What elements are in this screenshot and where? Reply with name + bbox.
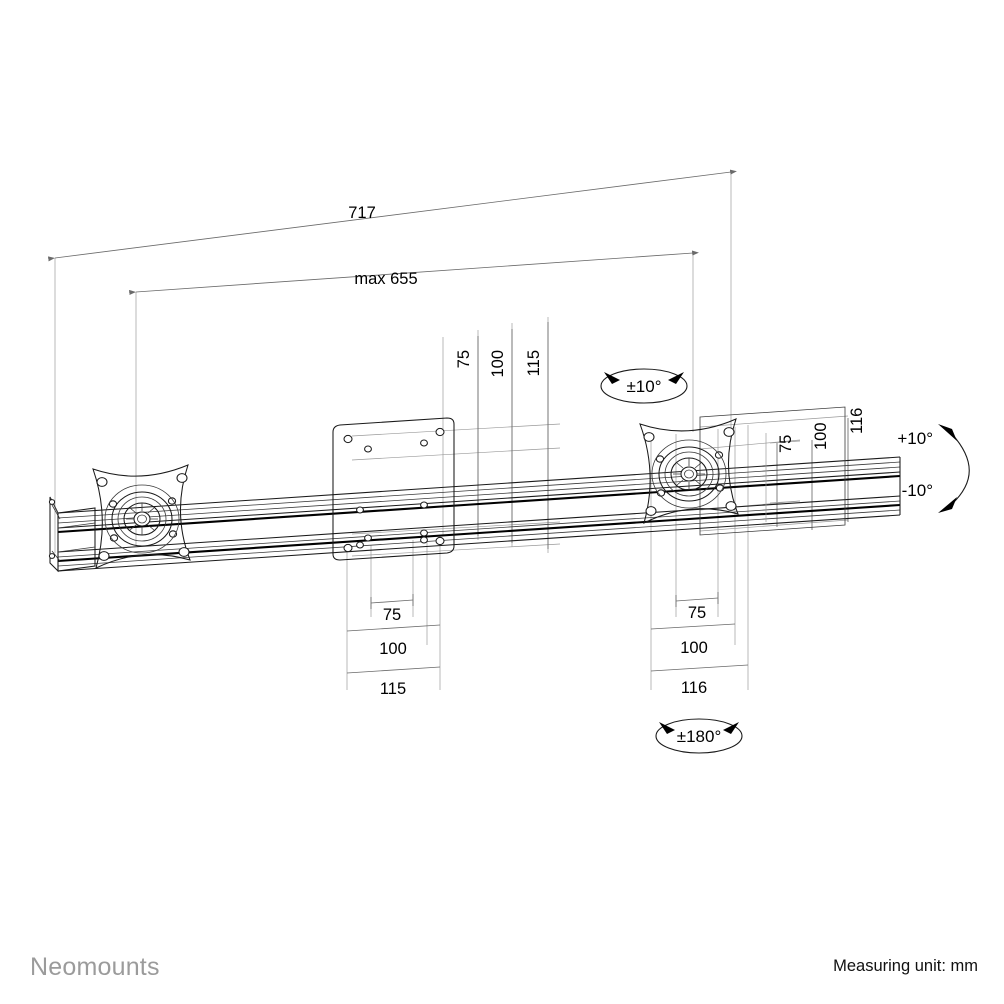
rail-beam (57, 456, 901, 572)
tilt-arrow-down-icon (938, 497, 957, 513)
right-vesa-vertical-label-100: 100 (812, 422, 830, 450)
brand-logo: Neomounts (30, 953, 160, 981)
dimension-max655-label: max 655 (354, 270, 417, 288)
left-vesa-horizontal-label-75: 75 (383, 606, 401, 624)
swivel-arrow-left-icon (604, 372, 620, 384)
left-vesa-vertical-label-100: 100 (489, 350, 507, 378)
tilt-arrow-up-icon (938, 424, 957, 441)
right-vesa-plate (639, 418, 739, 524)
right-vesa-horizontal-label-75: 75 (688, 604, 706, 622)
dimension-717-label: 717 (348, 204, 376, 222)
right-back-plate (699, 406, 846, 536)
right-vesa-horizontal-dimensions: 75 100 116 (650, 592, 749, 697)
left-vesa-vertical-label-75: 75 (455, 350, 473, 368)
tilt-annotation: +10° -10° (897, 424, 970, 513)
rail-end-cap (48, 496, 96, 573)
rotation-label: ±180° (677, 727, 722, 746)
dimension-max-655: max 655 (129, 250, 699, 296)
left-vesa-horizontal-dimensions: 75 100 115 (346, 594, 441, 698)
left-vesa-vertical-dimensions: 75 100 115 (455, 322, 549, 549)
wall-plate (332, 417, 455, 561)
tilt-up-label: +10° (897, 429, 933, 448)
rail-hole-markers (356, 501, 428, 549)
right-vesa-horizontal-label-116: 116 (681, 679, 707, 697)
left-vesa-vertical-label-115: 115 (525, 350, 543, 376)
right-vesa-horizontal-label-100: 100 (680, 639, 708, 657)
tilt-down-label: -10° (902, 481, 933, 500)
measuring-unit-note: Measuring unit: mm (833, 957, 978, 975)
rotation-arrow-left-icon (659, 722, 675, 734)
right-vesa-vertical-label-75: 75 (777, 435, 795, 453)
rotation-annotation: ±180° (655, 718, 743, 754)
swivel-label: ±10° (626, 377, 661, 396)
swivel-annotation: ±10° (600, 368, 688, 404)
rotation-arrow-right-icon (723, 722, 739, 734)
left-vesa-horizontal-label-100: 100 (379, 640, 407, 658)
left-vesa-plate (92, 464, 191, 569)
dimension-717: 717 (47, 169, 737, 262)
left-vesa-horizontal-label-115: 115 (380, 680, 406, 698)
swivel-arrow-right-icon (668, 372, 684, 384)
right-vesa-vertical-label-116: 116 (848, 408, 866, 434)
